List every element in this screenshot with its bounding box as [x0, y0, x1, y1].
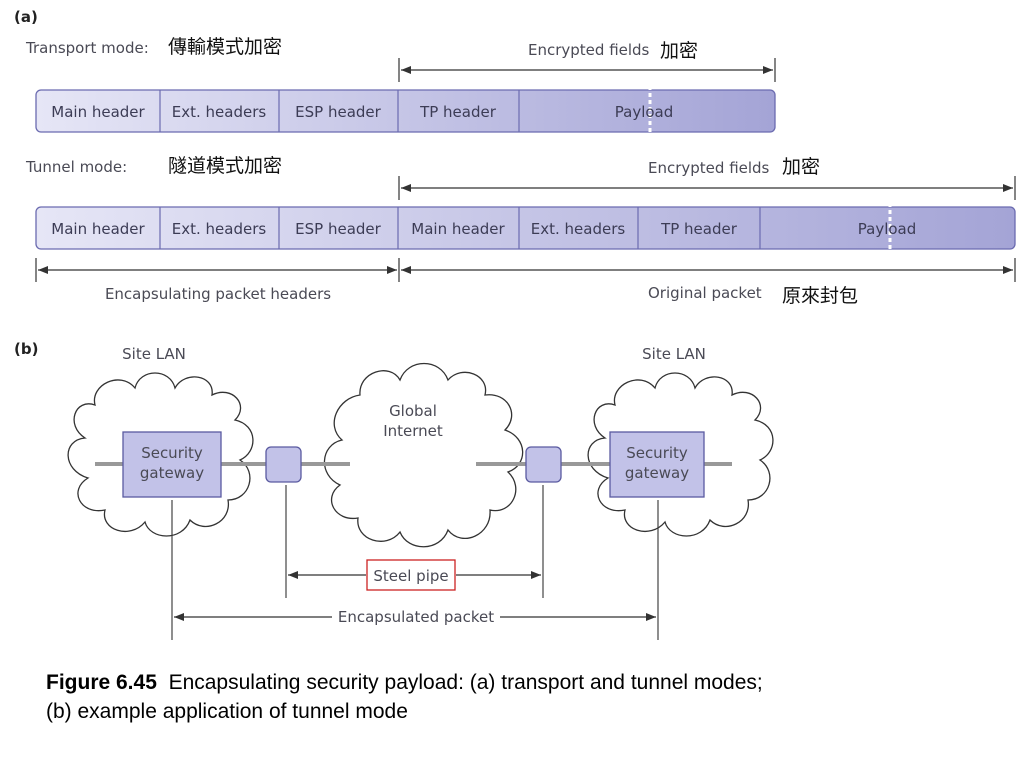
- router-right: [525, 446, 562, 483]
- original-packet-arrow: [401, 258, 1016, 282]
- caption-text-2: (b) example application of tunnel mode: [46, 700, 408, 723]
- gateway-left-label-line2: gateway: [140, 464, 204, 482]
- tunnel-seg-tp-header: TP header: [660, 220, 738, 238]
- transport-mode-label: Transport mode:: [25, 39, 149, 57]
- gateway-right-label-line2: gateway: [625, 464, 689, 482]
- drop-lines: [171, 485, 659, 640]
- internet-label-line2: Internet: [383, 422, 443, 440]
- caption-text-1: Encapsulating security payload: (a) tran…: [168, 671, 763, 694]
- gateway-right-label-line1: Security: [626, 444, 688, 462]
- transport-packet-bar: [35, 86, 776, 136]
- transport-encrypted-label: Encrypted fields: [528, 41, 650, 59]
- tunnel-mode-label: Tunnel mode:: [25, 158, 127, 176]
- tunnel-encrypted-chinese: 加密: [782, 156, 820, 178]
- tunnel-seg-esp-header: ESP header: [295, 220, 381, 238]
- transport-seg-esp-header: ESP header: [295, 103, 381, 121]
- tunnel-seg-payload: Payload: [858, 220, 917, 238]
- transport-seg-tp-header: TP header: [419, 103, 497, 121]
- section-a-label: (a): [14, 8, 38, 26]
- transport-seg-main-header: Main header: [51, 103, 145, 121]
- tunnel-seg-inner-ext-headers: Ext. headers: [531, 220, 626, 238]
- transport-seg-payload: Payload: [615, 103, 674, 121]
- transport-seg-ext-headers: Ext. headers: [172, 103, 267, 121]
- internet-label-line1: Global: [389, 402, 437, 420]
- security-gateway-right: [609, 431, 705, 498]
- encapsulated-packet-label: Encapsulated packet: [338, 608, 494, 626]
- original-packet-chinese: 原來封包: [782, 285, 858, 307]
- cloud-center: [323, 363, 524, 548]
- security-gateway-left: [122, 431, 222, 498]
- site-lan-left-label: Site LAN: [122, 345, 186, 363]
- caption-figure-label: Figure 6.45: [46, 671, 157, 694]
- figure-caption: Figure 6.45 Encapsulating security paylo…: [46, 668, 1006, 726]
- section-b-label: (b): [14, 340, 38, 358]
- gateway-left-label-line1: Security: [141, 444, 203, 462]
- encapsulating-headers-arrow: [35, 258, 400, 282]
- encapsulating-headers-label: Encapsulating packet headers: [105, 285, 331, 303]
- tunnel-chinese-label: 隧道模式加密: [168, 155, 282, 177]
- caption-line-1: Figure 6.45 Encapsulating security paylo…: [46, 668, 1006, 697]
- tunnel-seg-inner-main-header: Main header: [411, 220, 505, 238]
- tunnel-encrypted-arrow: [398, 176, 1016, 200]
- original-packet-label: Original packet: [648, 284, 762, 302]
- site-lan-right-label: Site LAN: [642, 345, 706, 363]
- tunnel-seg-ext-headers: Ext. headers: [172, 220, 267, 238]
- transport-encrypted-chinese: 加密: [660, 40, 698, 62]
- tunnel-seg-main-header: Main header: [51, 220, 145, 238]
- transport-chinese-label: 傳輸模式加密: [168, 36, 282, 58]
- tunnel-encrypted-label: Encrypted fields: [648, 159, 770, 177]
- transport-encrypted-arrow: [398, 58, 776, 82]
- steel-pipe-box: [366, 559, 456, 591]
- router-left: [265, 446, 302, 483]
- steel-pipe-label: Steel pipe: [373, 567, 448, 585]
- tunnel-packet-bar: [35, 203, 1016, 253]
